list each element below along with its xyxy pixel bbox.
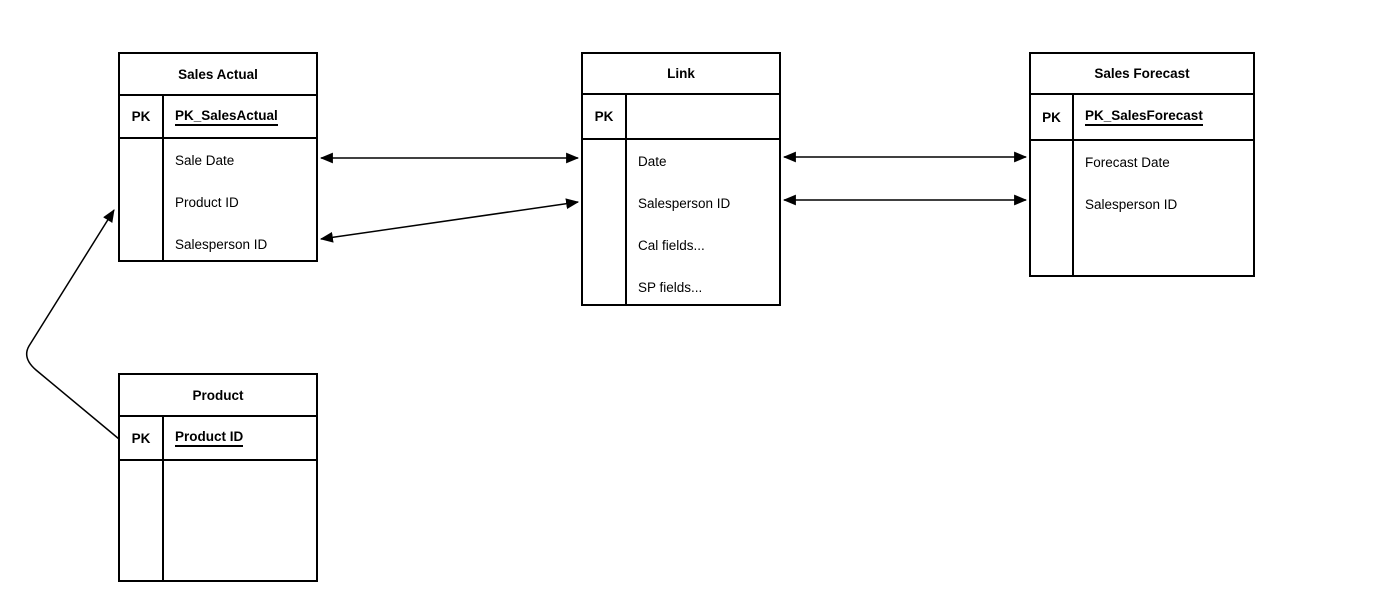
pk-field: PK_SalesForecast [1074, 95, 1253, 139]
pk-column-spacer [120, 139, 164, 260]
pk-label: PK [120, 417, 164, 459]
field-row: Salesperson ID [175, 236, 268, 252]
field-list: Sale Date Product ID Salesperson ID [164, 139, 316, 260]
table-body: Sale Date Product ID Salesperson ID [120, 139, 316, 260]
field-row: Salesperson ID [1085, 196, 1178, 212]
pk-field: Product ID [164, 417, 316, 459]
table-title: Link [583, 54, 779, 95]
field-row: Forecast Date [1085, 154, 1170, 170]
table-body [120, 461, 316, 580]
pk-field-name: PK_SalesActual [175, 108, 278, 126]
field-list [164, 461, 316, 580]
pk-label: PK [120, 96, 164, 137]
table-sales-forecast: Sales Forecast PK PK_SalesForecast Forec… [1029, 52, 1255, 277]
table-title: Sales Forecast [1031, 54, 1253, 95]
pk-label: PK [583, 95, 627, 138]
field-row: SP fields... [638, 279, 703, 295]
connector-product-salesactual [25, 209, 120, 440]
table-title: Product [120, 375, 316, 417]
pk-row: PK Product ID [120, 417, 316, 461]
table-product: Product PK Product ID [118, 373, 318, 582]
pk-row: PK PK_SalesForecast [1031, 95, 1253, 141]
field-list: Date Salesperson ID Cal fields... SP fie… [627, 140, 779, 304]
field-list: Forecast Date Salesperson ID [1074, 141, 1253, 275]
field-row: Sale Date [175, 152, 235, 168]
pk-field [627, 95, 779, 138]
pk-column-spacer [1031, 141, 1074, 275]
field-row: Product ID [175, 194, 239, 210]
table-title: Sales Actual [120, 54, 316, 96]
field-row: Cal fields... [638, 237, 705, 253]
pk-field-name: PK_SalesForecast [1085, 108, 1203, 126]
field-row: Salesperson ID [638, 195, 731, 211]
pk-row: PK [583, 95, 779, 140]
table-link: Link PK Date Salesperson ID Cal fields..… [581, 52, 781, 306]
pk-column-spacer [583, 140, 627, 304]
table-sales-actual: Sales Actual PK PK_SalesActual Sale Date… [118, 52, 318, 262]
table-body: Forecast Date Salesperson ID [1031, 141, 1253, 275]
connector-salesactual-link-salesperson [319, 198, 580, 243]
field-row: Date [638, 153, 667, 169]
pk-column-spacer [120, 461, 164, 580]
pk-row: PK PK_SalesActual [120, 96, 316, 139]
pk-field: PK_SalesActual [164, 96, 316, 137]
pk-field-name: Product ID [175, 429, 244, 447]
pk-label: PK [1031, 95, 1074, 139]
table-body: Date Salesperson ID Cal fields... SP fie… [583, 140, 779, 304]
